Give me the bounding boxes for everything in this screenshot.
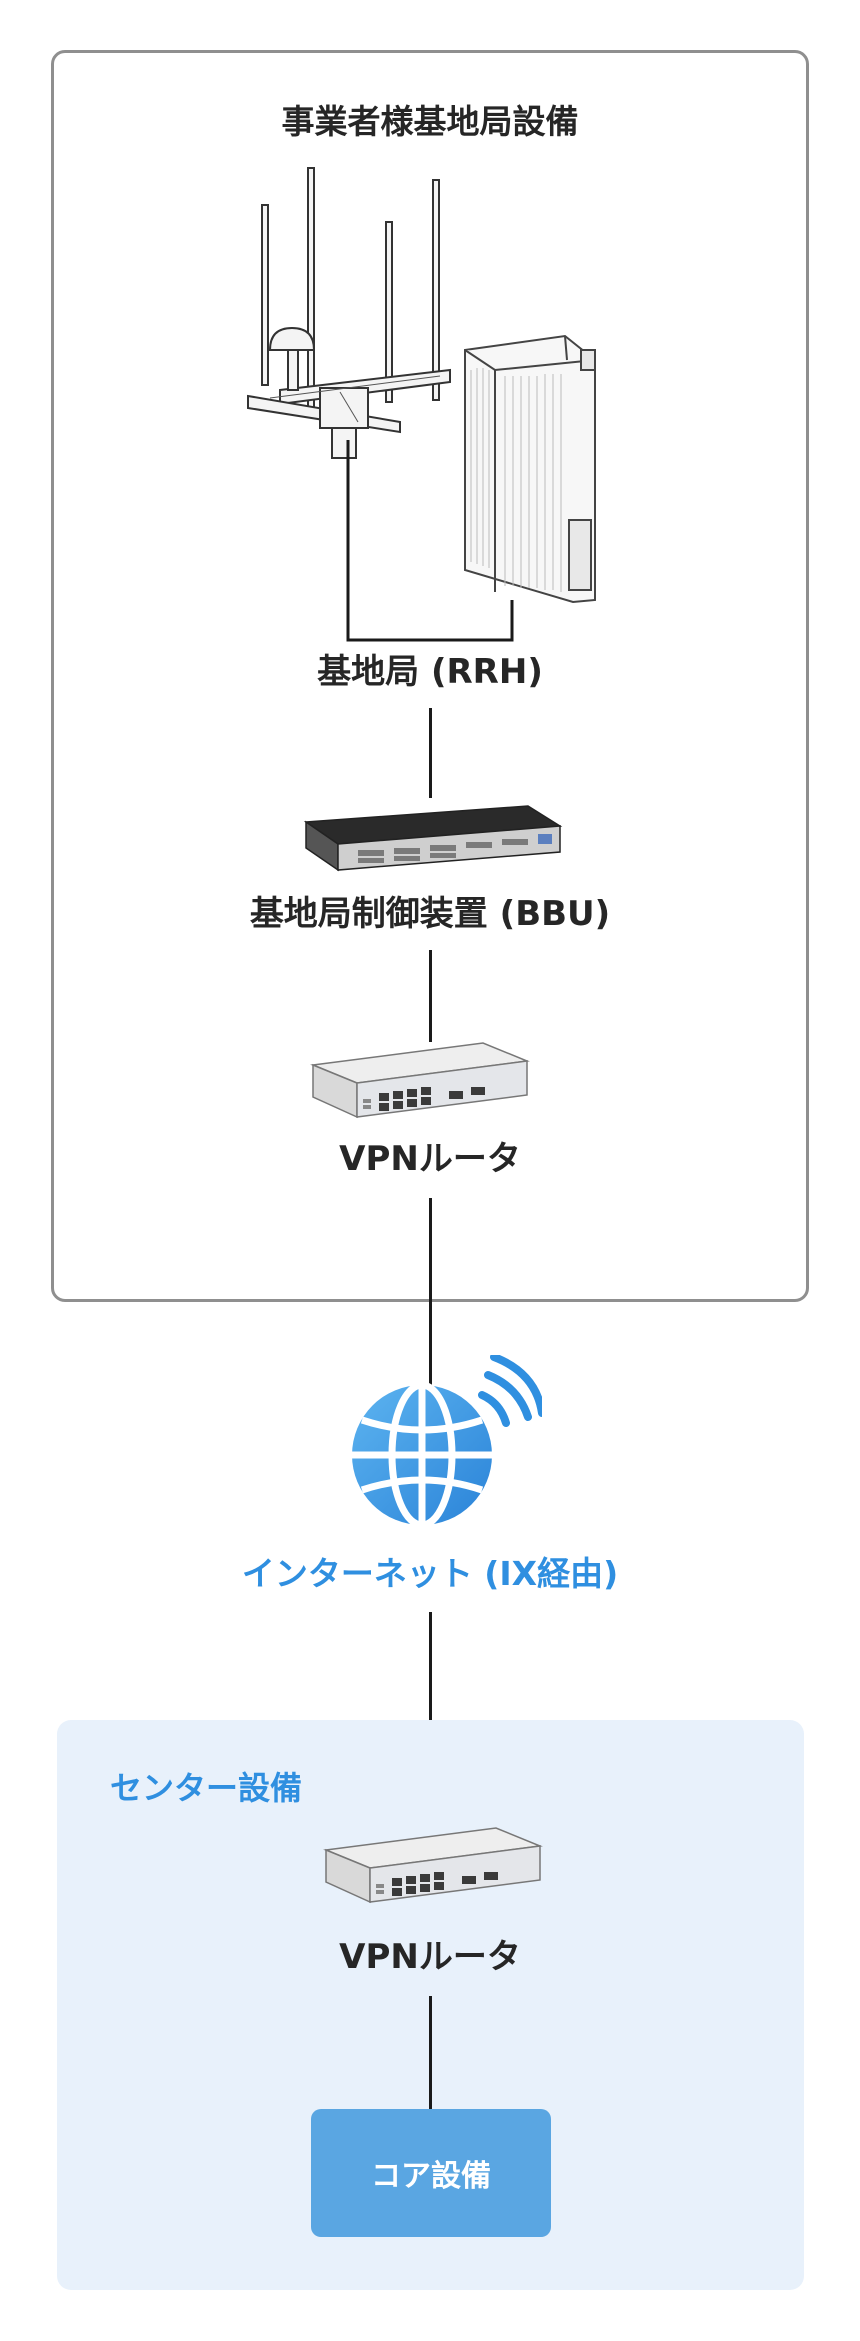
vpn-router-icon bbox=[310, 1042, 530, 1119]
operator-equipment-title: 事業者様基地局設備 bbox=[281, 102, 579, 141]
antenna-icon bbox=[247, 167, 451, 459]
bbu-label: 基地局制御装置 (BBU) bbox=[249, 894, 611, 934]
bbu-unit-icon bbox=[303, 805, 563, 872]
router-core-link bbox=[429, 1996, 432, 2110]
rrh-label: 基地局 (RRH) bbox=[317, 652, 543, 692]
globe-wifi-icon bbox=[352, 1355, 542, 1529]
center-vpn-router-icon bbox=[323, 1827, 543, 1904]
rrh-bbu-link bbox=[429, 708, 432, 798]
bbu-router-link bbox=[429, 950, 432, 1042]
core-equipment-box: コア設備 bbox=[311, 2109, 551, 2237]
router-internet-link bbox=[429, 1198, 432, 1420]
center-router-label: VPNルータ bbox=[339, 1937, 521, 1977]
internet-label: インターネット (IX経由) bbox=[241, 1554, 619, 1593]
rrh-unit-icon bbox=[464, 334, 596, 604]
center-equipment-title: センター設備 bbox=[110, 1769, 303, 1807]
operator-router-label: VPNルータ bbox=[339, 1139, 521, 1179]
rrh-cable bbox=[346, 440, 514, 642]
